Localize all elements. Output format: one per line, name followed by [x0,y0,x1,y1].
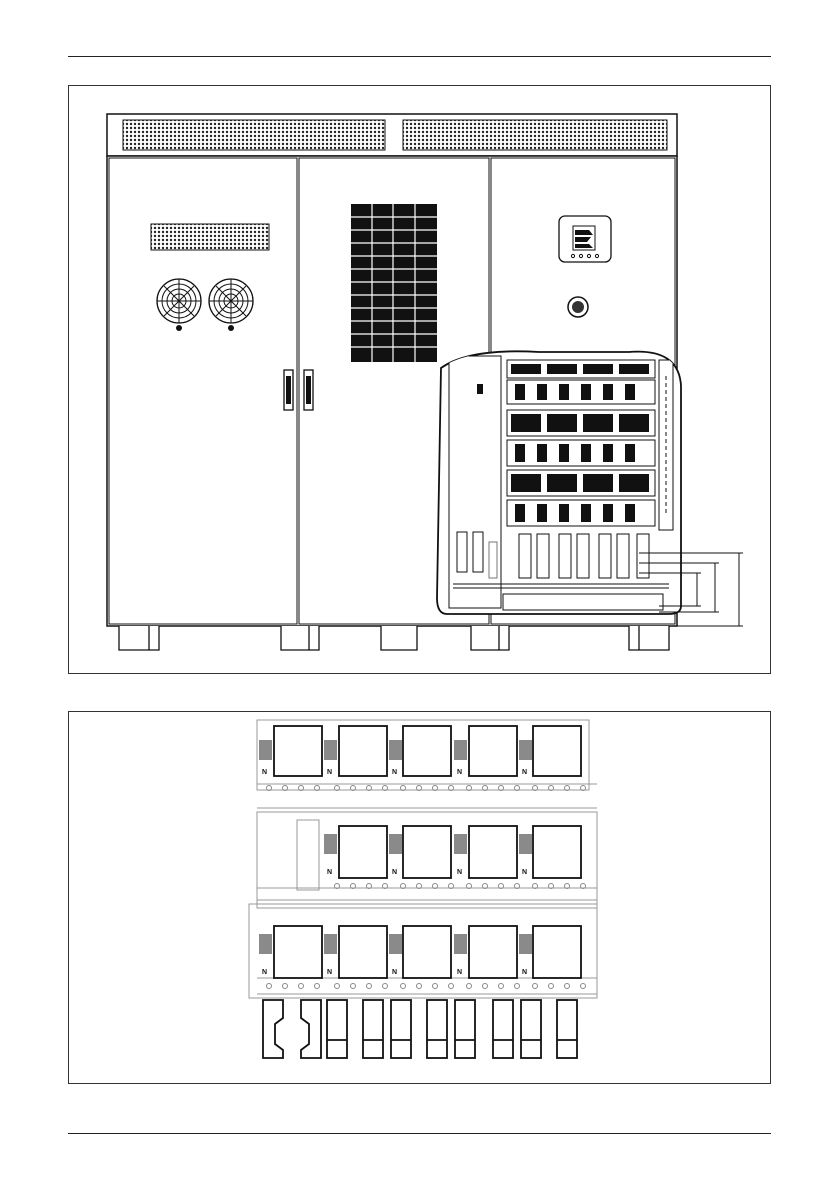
busbar-drawing: N N N N N N N N N N N N N N [69,712,772,1085]
module-row-1 [274,726,581,776]
door-vent-grille [151,224,269,250]
top-vent-housing [107,114,677,156]
neutral-label: N [327,869,332,876]
door-handle-icon [304,370,313,410]
cable-lugs [263,1000,577,1058]
neutral-label: N [262,969,267,976]
cabinet-figure-frame [68,85,771,674]
neutral-label: N [522,769,527,776]
neutral-label: N [522,969,527,976]
header-rule [68,56,771,57]
cabinet-drawing [69,86,772,675]
neutral-label: N [327,769,332,776]
logo-icon [573,226,595,250]
door-window-grid [351,204,437,362]
module-row-3 [274,926,581,978]
interior-cutaway [437,351,743,626]
cabinet-feet [119,626,669,650]
inverter-module-rows [507,360,655,526]
neutral-label: N [457,769,462,776]
neutral-label: N [392,769,397,776]
door-handle-icon [284,370,293,410]
neutral-label: N [522,869,527,876]
neutral-label: N [392,869,397,876]
neutral-label: N [262,769,267,776]
neutral-label: N [457,869,462,876]
footer-rule [68,1133,771,1134]
neutral-label: N [457,969,462,976]
display-panel [559,216,611,262]
busbar-figure-frame: N N N N N N N N N N N N N N [68,711,771,1084]
neutral-label: N [392,969,397,976]
key-switch-icon [568,297,588,317]
neutral-label: N [327,969,332,976]
